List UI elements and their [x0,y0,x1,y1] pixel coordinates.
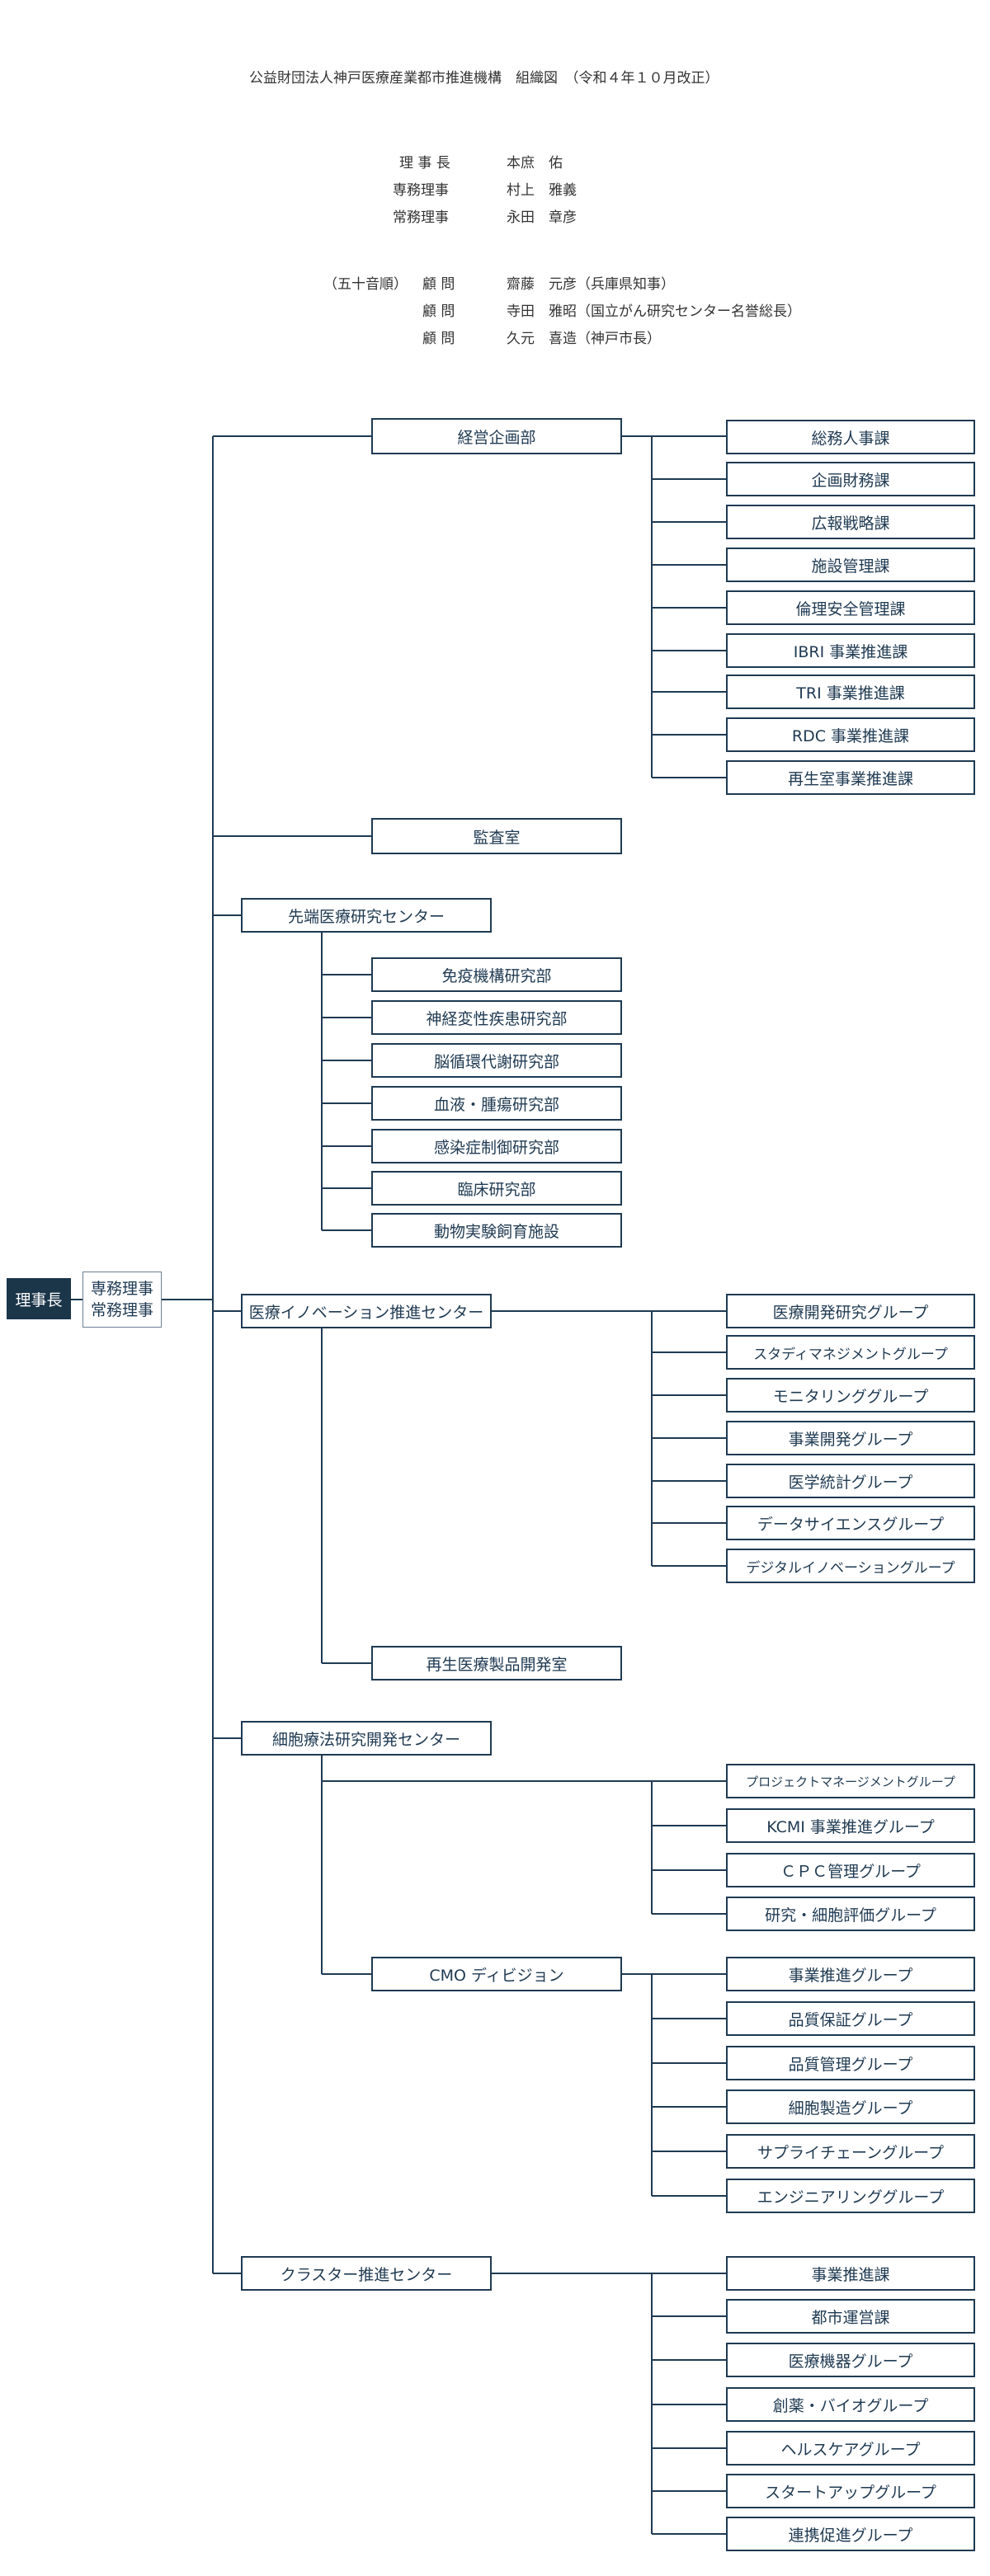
page-title: 公益財団法人神戸医療産業都市推進機構 組織図 （令和４年１０月改正） [249,70,719,87]
section-box: データサイエンスグループ [726,1506,975,1540]
section-box: 総務人事課 [726,420,975,454]
section-box: ＣＰＣ管理グループ [726,1853,975,1887]
officer-name: 本庶 佑 [507,155,563,172]
section-box: 都市運営課 [726,2299,975,2334]
section-box: KCMI 事業推進グループ [726,1808,975,1843]
division-innovation: 医療イノベーション推進センター [241,1294,492,1328]
section-box: 医療開発研究グループ [726,1294,975,1328]
section-box: 事業推進グループ [726,1957,975,1991]
section-box: 神経変性疾患研究部 [371,1000,622,1035]
advisor-role: 顧 問 [422,276,455,293]
executive-line1: 専務理事 [90,1280,153,1298]
section-box: 企画財務課 [726,462,975,496]
section-box: 医療機器グループ [726,2343,975,2377]
section-box: RDC 事業推進課 [726,717,975,752]
section-box: 連携促進グループ [726,2517,975,2551]
section-box: サプライチェーングループ [726,2134,975,2169]
section-box: IBRI 事業推進課 [726,633,975,668]
section-box: 倫理安全管理課 [726,590,975,625]
section-box: 研究・細胞評価グループ [726,1897,975,1931]
section-box: 細胞製造グループ [726,2089,975,2124]
executive-node: 専務理事 常務理事 [82,1272,162,1328]
section-box: 臨床研究部 [371,1171,622,1206]
section-box-saisei: 再生医療製品開発室 [371,1646,622,1681]
section-box: 脳循環代謝研究部 [371,1043,622,1078]
section-box: スタートアップグループ [726,2474,975,2508]
advisor-name: 齋藤 元彦（兵庫県知事） [507,276,675,293]
section-box: スタディマネジメントグループ [726,1335,975,1370]
section-box: 動物実験飼育施設 [371,1213,622,1248]
section-box: 創薬・バイオグループ [726,2387,975,2422]
executive-line2: 常務理事 [90,1301,153,1319]
section-box: 広報戦略課 [726,505,975,539]
section-box: エンジニアリンググループ [726,2179,975,2213]
division-keiei: 経営企画部 [371,418,622,454]
section-box: 品質保証グループ [726,2001,975,2036]
section-box: 免疫機構研究部 [371,957,622,992]
officer-name: 永田 章彦 [507,209,577,226]
division-cluster: クラスター推進センター [241,2256,492,2291]
advisor-name: 寺田 雅昭（国立がん研究センター名誉総長） [507,303,801,320]
advisor-name: 久元 喜造（神戸市長） [507,331,661,347]
section-box: TRI 事業推進課 [726,675,975,709]
advisor-role: 顧 問 [422,303,455,320]
section-box: 血液・腫瘍研究部 [371,1086,622,1121]
division-saibo: 細胞療法研究開発センター [241,1721,492,1756]
advisor-role: 顧 問 [422,331,455,347]
cmo-division: CMO ディビジョン [371,1957,622,1991]
section-box: 事業推進課 [726,2256,975,2291]
division-sentan: 先端医療研究センター [241,898,492,933]
advisors-note: （五十音順） [323,276,408,293]
officer-role: 専務理事 [393,182,449,199]
section-box: ヘルスケアグループ [726,2431,975,2466]
section-box: 再生室事業推進課 [726,760,975,795]
division-kansa: 監査室 [371,818,622,854]
section-box: 感染症制御研究部 [371,1129,622,1163]
officer-role: 常務理事 [393,209,449,226]
root-node: 理事長 [7,1278,71,1319]
section-box: モニタリンググループ [726,1378,975,1413]
section-box: 施設管理課 [726,548,975,582]
section-box: デジタルイノベーショングループ [726,1549,975,1583]
officer-name: 村上 雅義 [507,182,577,199]
section-box: 事業開発グループ [726,1421,975,1455]
officer-role: 理 事 長 [399,155,450,172]
section-box: 医学統計グループ [726,1464,975,1498]
section-box: 品質管理グループ [726,2046,975,2080]
section-box: プロジェクトマネージメントグループ [726,1764,975,1798]
